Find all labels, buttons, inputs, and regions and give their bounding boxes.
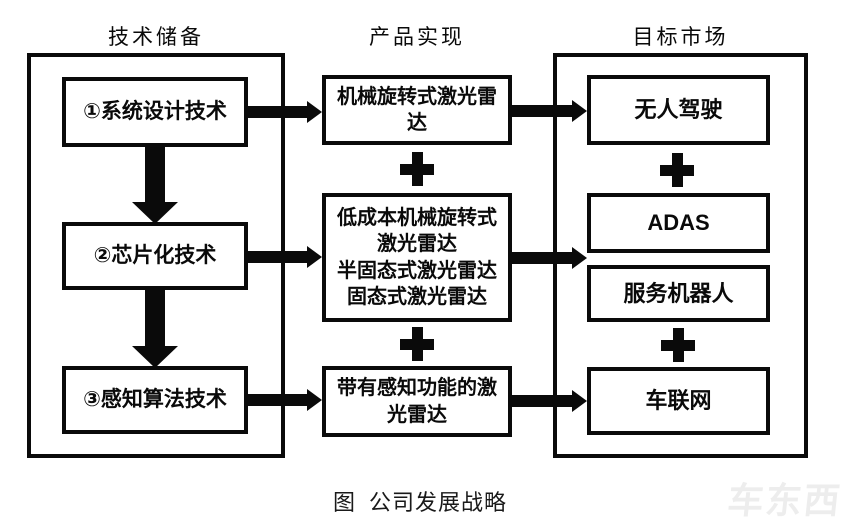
- figure-caption: 图 公司发展战略: [332, 490, 507, 515]
- arrow-head: [572, 247, 587, 269]
- plus-icon: [400, 327, 434, 361]
- watermark-logo: 车东西: [725, 480, 844, 521]
- column-header-market: 目标市场: [632, 26, 729, 49]
- arrow-right-icon: [246, 101, 322, 123]
- arrow-down-icon: [132, 145, 178, 224]
- arrow-shaft: [145, 145, 165, 203]
- arrow-shaft: [510, 105, 574, 117]
- column-header-product: 产品实现: [369, 26, 465, 49]
- plus-icon: [400, 152, 434, 186]
- arrow-shaft: [246, 251, 309, 263]
- arrow-shaft: [246, 394, 309, 406]
- tech-box-system-design: ①系统设计技术: [62, 77, 248, 147]
- product-box-line: 带有感知功能的激光雷达: [337, 377, 497, 426]
- product-box-line: 低成本机械旋转式激光雷达: [337, 206, 497, 256]
- arrow-shaft: [246, 106, 309, 118]
- tech-box-perception-algorithm: ③感知算法技术: [62, 366, 248, 434]
- product-box-perception-lidar: 带有感知功能的激光雷达: [322, 366, 512, 437]
- arrow-head: [132, 202, 178, 224]
- product-box-line: 固态式激光雷达: [347, 285, 487, 308]
- arrow-head: [307, 389, 322, 411]
- market-box-adas: ADAS: [587, 193, 770, 253]
- arrow-head: [572, 100, 587, 122]
- arrow-down-icon: [132, 288, 178, 368]
- column-header-tech: 技术储备: [108, 26, 204, 49]
- product-box-line: 半固态式激光雷达: [337, 259, 497, 282]
- product-box-line: 机械旋转式激光雷达: [337, 85, 497, 134]
- product-box-lowcost-semisolid-solid-lidar: 低成本机械旋转式激光雷达 半固态式激光雷达 固态式激光雷达: [322, 193, 512, 322]
- arrow-head: [307, 101, 322, 123]
- arrow-shaft: [145, 288, 165, 347]
- product-box-mechanical-lidar: 机械旋转式激光雷达: [322, 75, 512, 145]
- arrow-head: [132, 346, 178, 368]
- plus-icon: [660, 153, 694, 187]
- arrow-shaft: [510, 395, 574, 407]
- arrow-shaft: [510, 252, 574, 264]
- tech-box-chip: ②芯片化技术: [62, 222, 248, 290]
- market-box-v2x: 车联网: [587, 367, 770, 435]
- arrow-right-icon: [246, 246, 322, 268]
- arrow-head: [307, 246, 322, 268]
- plus-icon: [661, 328, 695, 362]
- arrow-head: [572, 390, 587, 412]
- arrow-right-icon: [510, 100, 587, 122]
- market-box-autonomous-driving: 无人驾驶: [587, 75, 770, 145]
- arrow-right-icon: [510, 390, 587, 412]
- market-box-service-robot: 服务机器人: [587, 265, 770, 322]
- arrow-right-icon: [246, 389, 322, 411]
- arrow-right-icon: [510, 247, 587, 269]
